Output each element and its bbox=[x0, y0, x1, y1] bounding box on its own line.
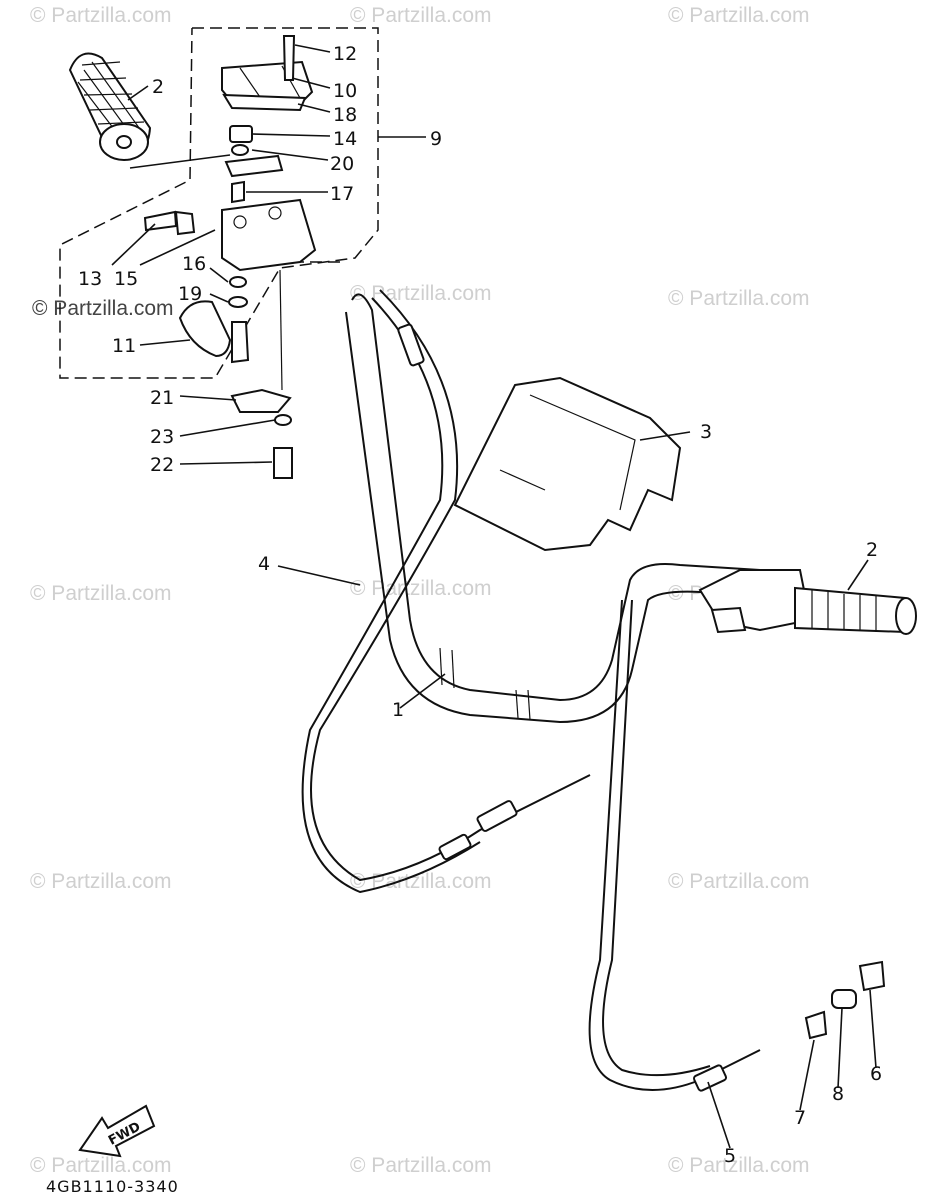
watermark: © Partzilla.com bbox=[350, 1154, 492, 1177]
watermark: © Partzilla.com bbox=[350, 870, 492, 893]
cover-detail bbox=[499, 394, 636, 511]
watermark: © Partzilla.com bbox=[30, 4, 172, 27]
callout-number: 1 bbox=[392, 699, 404, 721]
watermark: © Partzilla.com bbox=[350, 282, 492, 305]
callout-number: 10 bbox=[333, 80, 357, 102]
handlebar bbox=[345, 293, 761, 724]
fwd-arrow: FWD bbox=[78, 1104, 156, 1158]
callout-number: 11 bbox=[112, 335, 136, 357]
watermark: © Partzilla.com bbox=[350, 577, 492, 600]
brake-cable bbox=[588, 599, 761, 1091]
watermark: © Partzilla.com bbox=[668, 870, 810, 893]
callout-number: 21 bbox=[150, 387, 174, 409]
diagram-code: 4GB1110-3340 bbox=[46, 1177, 179, 1196]
watermark: © Partzilla.com bbox=[350, 4, 492, 27]
callout-number: 16 bbox=[182, 253, 206, 275]
callout-number: 6 bbox=[870, 1063, 882, 1085]
callout-number: 12 bbox=[333, 43, 357, 65]
watermark: © Partzilla.com bbox=[668, 287, 810, 310]
cable-fitting bbox=[438, 833, 472, 861]
throttle-cable bbox=[310, 289, 591, 882]
bushing bbox=[831, 989, 857, 1009]
watermarks: © Partzilla.com © Partzilla.com © Partzi… bbox=[30, 4, 810, 1177]
callout-number: 14 bbox=[333, 128, 357, 150]
cable-adjuster bbox=[693, 1064, 727, 1092]
callout-number: 15 bbox=[114, 268, 138, 290]
callout-number: 20 bbox=[330, 153, 354, 175]
watermark: © Partzilla.com bbox=[668, 4, 810, 27]
callout-number: 22 bbox=[150, 454, 174, 476]
assembly-outline bbox=[59, 27, 379, 379]
callout-number: 4 bbox=[258, 553, 270, 575]
callout-number: 17 bbox=[330, 183, 354, 205]
callout-number: 5 bbox=[724, 1145, 736, 1167]
cable-fitting bbox=[476, 800, 518, 832]
callout-number: 7 bbox=[794, 1107, 806, 1129]
throttle-cable-inner bbox=[301, 297, 481, 894]
brake-cable-inner bbox=[602, 599, 711, 1077]
watermark: © Partzilla.com bbox=[668, 1154, 810, 1177]
left-grip bbox=[68, 52, 152, 161]
right-grip bbox=[698, 569, 917, 635]
grip-link-line bbox=[129, 154, 231, 169]
callout-number: 2 bbox=[152, 76, 164, 98]
callout-number: 3 bbox=[700, 421, 712, 443]
callouts: 12 10 18 14 9 20 17 2 13 15 16 19 11 21 … bbox=[78, 43, 882, 1167]
callout-number: 8 bbox=[832, 1083, 844, 1105]
handlebar-cover bbox=[453, 376, 682, 552]
callout-number: 2 bbox=[866, 539, 878, 561]
watermark: © Partzilla.com bbox=[30, 870, 172, 893]
watermark: © Partzilla.com bbox=[30, 1154, 172, 1177]
callout-number: 9 bbox=[430, 128, 442, 150]
callout-number: 19 bbox=[178, 283, 202, 305]
wing-nut bbox=[858, 960, 886, 992]
leader-lines bbox=[111, 44, 877, 1149]
callout-number: 13 bbox=[78, 268, 102, 290]
watermark: © Partzilla.com bbox=[30, 582, 172, 605]
callout-number: 23 bbox=[150, 426, 174, 448]
spring bbox=[804, 1010, 828, 1040]
callout-number: 18 bbox=[333, 104, 357, 126]
switch-assembly bbox=[143, 35, 317, 479]
cable-fitting bbox=[397, 323, 425, 367]
watermark-dark: © Partzilla.com bbox=[32, 297, 174, 320]
